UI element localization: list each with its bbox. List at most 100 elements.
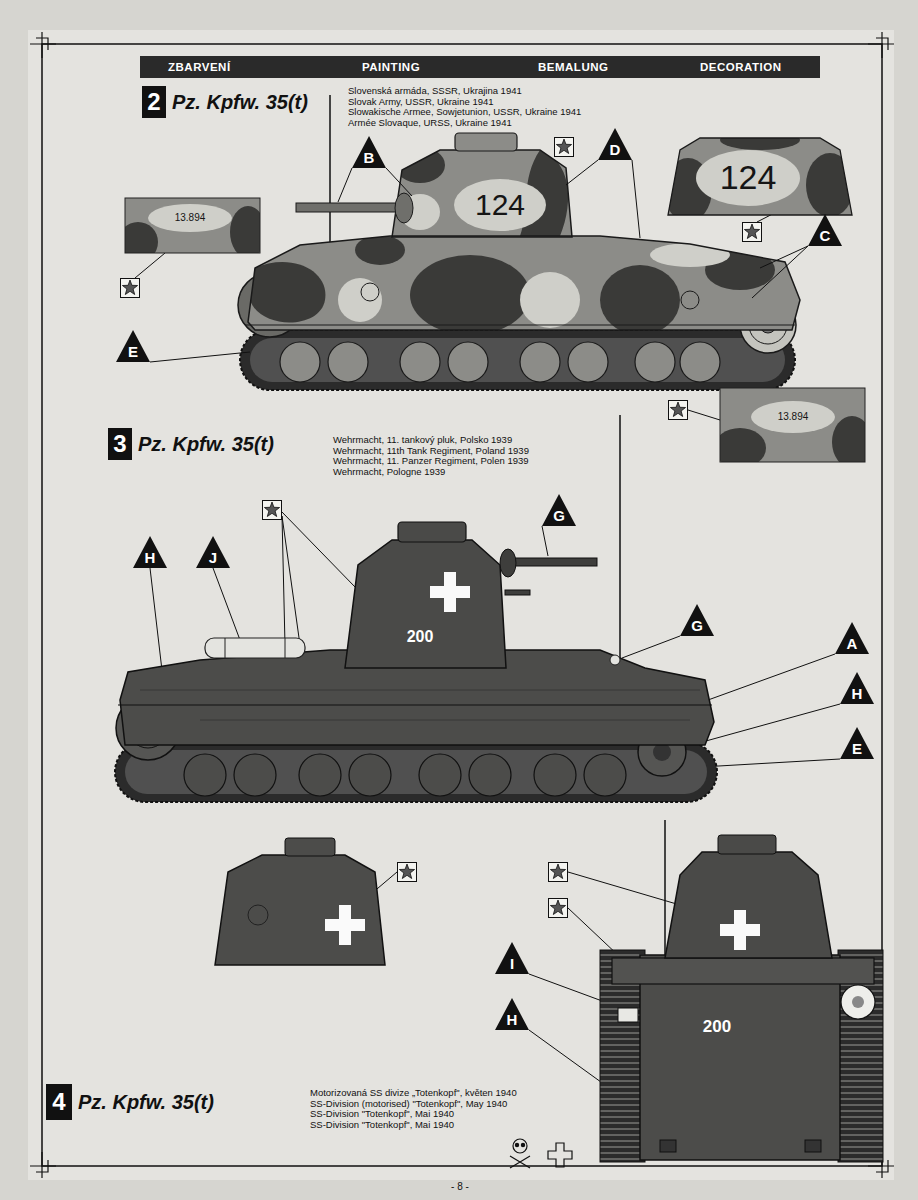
tank-side-view-camouflage [240, 330, 795, 390]
header-word: DECORATION [700, 56, 781, 78]
header-band: ZBARVENÍPAINTINGBEMALUNGDECORATION [140, 56, 820, 78]
callout-letter: A [835, 622, 869, 652]
callout-triangle: H [495, 998, 529, 1030]
scheme-number-box: 3Pz. Kpfw. 35(t) [108, 428, 274, 460]
scheme-description: SS-Division "Totenkopf", Mai 1940 [310, 1109, 454, 1119]
tank-side-view-camouflage [455, 133, 517, 151]
inset-rear-detail [669, 388, 873, 468]
scheme-description: SS-Division "Totenkopf", Mai 1940 [310, 1120, 454, 1130]
leader-lines [338, 168, 352, 202]
leader-lines [135, 253, 165, 278]
vehicle-number: 200 [407, 628, 434, 646]
callout-triangle-fill [133, 536, 167, 568]
tank-side-view-camouflage [520, 342, 560, 382]
tank-side-view-camouflage [280, 342, 320, 382]
decal-marker [555, 138, 574, 157]
callout-triangle: E [840, 727, 874, 759]
page-frame [868, 32, 894, 58]
leader-lines [695, 704, 840, 744]
scheme-description: Wehrmacht, 11th Tank Regiment, Poland 19… [333, 446, 529, 456]
tank-side-view-camouflage [361, 283, 379, 301]
callout-letter: J [196, 536, 230, 566]
leader-lines [568, 872, 680, 905]
callout-triangle-fill [808, 214, 842, 246]
callout-triangle-fill [495, 942, 529, 974]
page-frame [30, 32, 894, 1178]
tank-side-view-camouflage [280, 342, 720, 382]
tank-side-view-camouflage [681, 291, 699, 309]
tank-rear-view [618, 1008, 638, 1022]
tank-side-view-camouflage [250, 147, 775, 335]
callout-triangle: G [542, 494, 576, 526]
scheme-description: Armée Slovaque, URSS, Ukraine 1941 [348, 118, 512, 128]
inset-rear-detail [720, 401, 865, 462]
tank-side-view-grey [140, 690, 700, 720]
scheme-title: Pz. Kpfw. 35(t) [172, 86, 308, 118]
leader-lines [213, 568, 240, 640]
callout-triangle: J [196, 536, 230, 568]
header-word: BEMALUNG [538, 56, 700, 78]
leader-lines [282, 512, 356, 588]
tank-side-view-camouflage [250, 338, 785, 382]
unit-insignia [521, 1143, 524, 1146]
tank-side-view-camouflage [338, 278, 382, 322]
tank-side-view-grey [398, 522, 466, 542]
callout-triangle: D [598, 128, 632, 160]
inset-hull-detail [125, 222, 158, 253]
callout-letter: G [680, 604, 714, 634]
callout-letter: D [598, 128, 632, 158]
tank-side-view-grey [184, 754, 626, 796]
callout-triangle-fill [840, 672, 874, 704]
scheme-number-box: 4Pz. Kpfw. 35(t) [46, 1084, 214, 1120]
callout-triangle: H [840, 672, 874, 704]
page-frame [30, 32, 56, 58]
tank-side-view-grey [505, 590, 530, 595]
tank-side-view-camouflage [680, 342, 720, 382]
vehicle-number: 124 [720, 159, 777, 196]
tank-side-view-grey [584, 754, 626, 796]
leader-lines [282, 516, 300, 645]
leader-lines [622, 636, 680, 658]
unit-insignia [548, 1143, 572, 1167]
tank-side-view-camouflage [454, 179, 546, 231]
page-frame [30, 1152, 56, 1178]
callout-triangle-fill [196, 536, 230, 568]
callout-letter: I [495, 942, 529, 972]
scheme-description: Slovenská armáda, SSSR, Ukrajina 1941 [348, 86, 522, 96]
inset-hull-detail [121, 279, 140, 298]
inset-hull-detail [125, 198, 260, 253]
tank-side-view-grey [534, 754, 576, 796]
leader-lines [632, 160, 640, 238]
scheme-description: Wehrmacht, 11. tankový pluk, Polsko 1939 [333, 435, 512, 445]
callout-triangle-fill [840, 727, 874, 759]
inset-turret-rear [664, 130, 854, 222]
tank-side-view-grey [345, 540, 506, 668]
inset-turret-rear [696, 150, 800, 206]
inset-rear-detail [720, 428, 766, 462]
tank-side-view-camouflage [248, 236, 800, 330]
tank-side-view-grey [349, 754, 391, 796]
leader-lines [688, 410, 720, 420]
leader-lines [542, 526, 548, 556]
tank-side-view-camouflage [296, 203, 402, 212]
callout-triangle: C [808, 214, 842, 246]
tank-side-view-grey [115, 742, 717, 802]
turret-rear-small [398, 863, 417, 882]
tank-side-view-camouflage [395, 193, 413, 223]
turret-rear-small [215, 855, 385, 965]
callout-triangle-fill [116, 330, 150, 362]
unit-insignia [510, 1139, 572, 1168]
leader-lines [708, 654, 835, 700]
inset-rear-detail [751, 401, 835, 433]
tank-side-view-grey [500, 549, 516, 577]
callout-triangle-fill [495, 998, 529, 1030]
turret-rear-small [285, 838, 335, 856]
unit-insignia [515, 1143, 518, 1146]
inset-rear-detail [669, 401, 688, 420]
tank-rear-view [549, 863, 568, 882]
tank-side-view-grey [115, 742, 717, 802]
